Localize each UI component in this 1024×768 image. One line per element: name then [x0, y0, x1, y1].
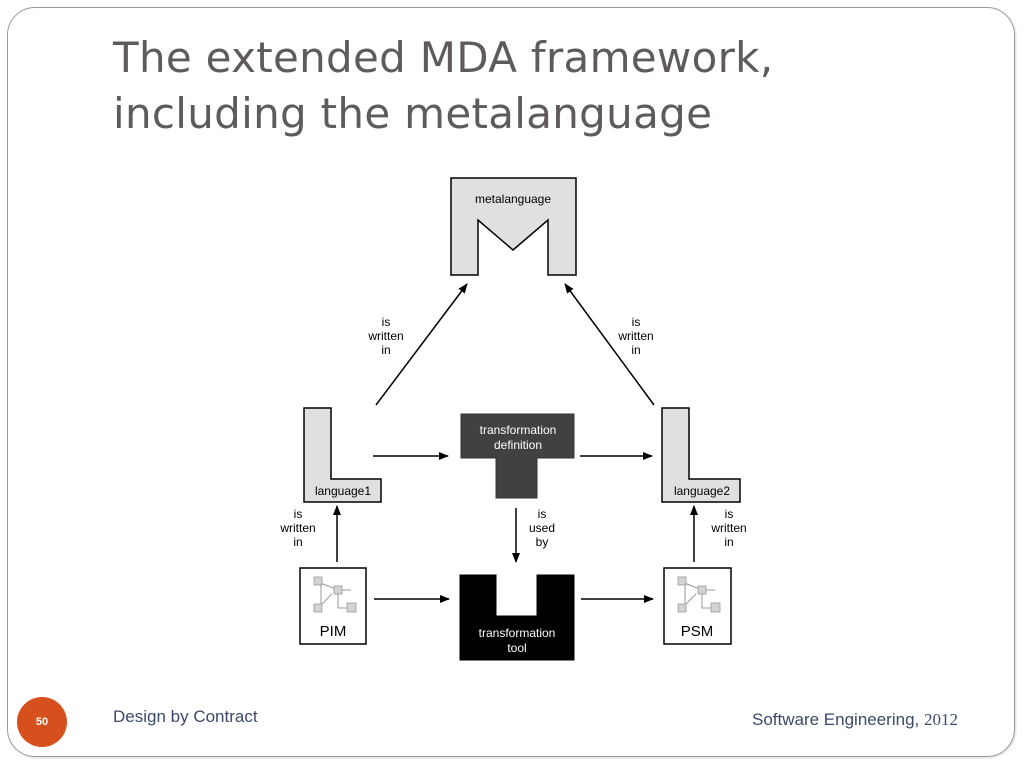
language2-label: language2: [674, 484, 730, 498]
edge-label-word: written: [367, 329, 403, 343]
edge-label-word: is: [382, 315, 391, 329]
edge-label-word: in: [293, 535, 302, 549]
edge-label-word: is: [725, 507, 734, 521]
edge-label-word: is: [294, 507, 303, 521]
transformation-tool-label-2: tool: [507, 641, 526, 655]
footer-right: Software Engineering, 2012: [752, 710, 958, 730]
pim-node: PIM: [299, 567, 367, 645]
psm-label: PSM: [681, 623, 714, 640]
title-line-1: The extended MDA framework,: [113, 33, 774, 82]
edge-label-word: written: [710, 521, 746, 535]
metalanguage-label: metalanguage: [475, 192, 551, 206]
edge-label-word: in: [631, 343, 640, 357]
slide-number-badge: 50: [17, 697, 67, 747]
edge-label-definition-to-tool: is used by: [529, 507, 555, 549]
transformation-tool-node: transformation tool: [459, 574, 575, 661]
footer-year: 2012: [924, 710, 958, 729]
pim-label: PIM: [320, 623, 347, 640]
transformation-definition-node: transformation definition: [460, 413, 575, 499]
edge-label-word: is: [632, 315, 641, 329]
edge-label-language1-to-metalanguage: is written in: [367, 315, 403, 357]
footer-left-text: Design by Contract: [113, 707, 258, 726]
transformation-definition-label-2: definition: [494, 438, 542, 452]
edge-label-psm-to-language2: is written in: [710, 507, 746, 549]
psm-model-icon: [677, 576, 721, 613]
transformation-tool-label-1: transformation: [479, 626, 556, 640]
edge-label-pim-to-language1: is written in: [279, 507, 315, 549]
edge-label-word: in: [381, 343, 390, 357]
edge-label-word: used: [529, 521, 555, 535]
language2-node: language2: [661, 407, 741, 503]
slide-title: The extended MDA framework, including th…: [113, 30, 913, 142]
edge-label-word: written: [279, 521, 315, 535]
language1-label: language1: [315, 484, 371, 498]
edge-label-word: by: [536, 535, 549, 549]
edge-label-word: written: [617, 329, 653, 343]
arrow-language1-to-metalanguage: [375, 283, 468, 406]
arrow-language2-to-metalanguage: [564, 283, 655, 406]
title-line-2: including the metalanguage: [113, 89, 713, 138]
language1-node: language1: [303, 407, 382, 503]
slide-frame: [7, 7, 1015, 757]
psm-node: PSM: [663, 567, 732, 645]
edge-label-language2-to-metalanguage: is written in: [617, 315, 653, 357]
transformation-definition-label-1: transformation: [480, 423, 557, 437]
edge-label-word: in: [724, 535, 733, 549]
metalanguage-node: metalanguage: [450, 177, 577, 276]
edge-label-word: is: [538, 507, 547, 521]
footer-right-text: Software Engineering,: [751, 710, 920, 729]
pim-model-icon: [313, 576, 357, 613]
